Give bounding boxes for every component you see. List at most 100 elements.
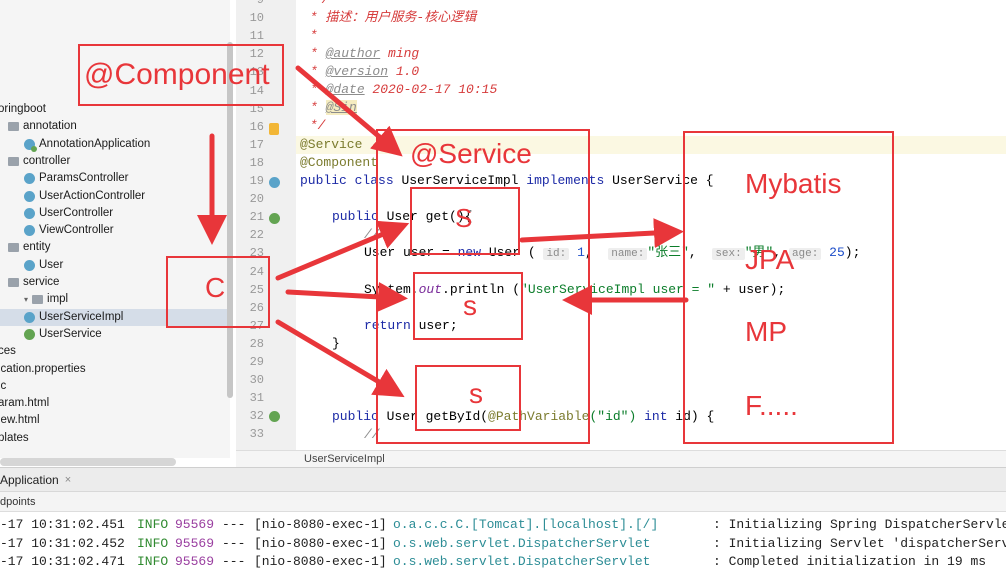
code-line-16: */ [302,118,326,133]
class-icon [24,260,35,271]
service-annotation-box [376,129,590,444]
run-tab-application[interactable]: Application × [0,473,72,487]
log-pid: 95569 [175,554,215,569]
code-line-9: */ [306,0,330,9]
tree-scrollbar[interactable] [227,42,233,398]
tree-item[interactable]: UserService [24,326,102,343]
code-editor[interactable]: */ * 描述：用户服务-核心逻辑 * * @author ming * @ve… [296,0,1006,450]
log-time: -17 10:31:02.451 [0,517,125,532]
tree-item[interactable]: plates [0,430,29,447]
tree-item[interactable]: annotation [8,118,77,135]
tree-item[interactable]: service [8,274,59,291]
log-separator: --- [222,517,246,532]
folder-icon [8,278,19,287]
tree-item-label: plates [0,432,29,444]
run-gutter-icon[interactable] [269,177,280,188]
tree-item-label: oringboot [0,103,46,115]
tree-item-label: UserActionController [39,190,146,202]
code-line-32: public User getById(@PathVariable("id") … [332,409,715,424]
folder-icon [8,243,19,252]
code-line-11: * [302,28,318,43]
line-number: 18 [249,156,264,170]
tree-item[interactable]: ces [0,343,16,360]
line-number: 33 [249,427,264,441]
tree-item[interactable]: ic [0,378,6,395]
log-time: -17 10:31:02.452 [0,535,125,551]
s-box-getbyid [415,365,521,431]
c-annotation-box [166,256,270,328]
close-icon[interactable]: × [64,474,72,486]
line-number: 29 [249,355,264,369]
s-label-sysout: s [463,290,477,321]
service-annotation-label: @Service [410,138,532,169]
folder-icon [8,122,19,131]
tree-item[interactable]: ication.properties [0,361,86,378]
tree-item-label: iew.html [0,414,40,426]
horizontal-scrollbar[interactable] [0,458,176,466]
tree-item[interactable]: entity [8,239,51,256]
class-icon [24,191,35,202]
tab-endpoints[interactable]: dpoints [0,496,36,508]
tree-item[interactable]: UserController [24,205,113,222]
tree-item[interactable]: ViewController [24,222,114,239]
log-thread: [nio-8080-exec-1] [254,535,387,551]
persistence-item-mp: MP [745,316,787,347]
tree-item[interactable]: ▾ impl [24,291,68,308]
tree-item-label: aram.html [0,397,50,409]
tree-item-label: AnnotationApplication [39,138,151,150]
interface-icon [24,329,35,340]
s-box-get [410,187,520,255]
persistence-item-jpa: JPA [745,244,795,275]
code-line-10: * 描述：用户服务-核心逻辑 [302,10,477,25]
line-number: 20 [249,192,264,206]
code-line-17: @Service [300,137,363,152]
class-icon [24,208,35,219]
log-pid: 95569 [175,535,215,551]
implement-gutter-icon[interactable] [269,411,280,422]
tree-item[interactable]: oringboot [0,101,46,118]
line-number: 22 [249,228,264,242]
folder-icon [8,157,19,166]
log-logger: o.a.c.c.C.[Tomcat].[localhost].[/] [393,517,659,532]
tree-item-label: UserService [39,328,102,340]
log-message: : Initializing Servlet 'dispatcherServ [713,535,1006,551]
line-number: 31 [249,391,264,405]
tree-item[interactable]: ParamsController [24,170,128,187]
folder-icon [32,295,44,304]
log-message: : Initializing Spring DispatcherServle [713,517,1006,532]
code-line-19: public class UserServiceImpl implements … [300,173,714,188]
persistence-item-mybatis: Mybatis [745,168,842,199]
line-number: 17 [249,138,264,152]
code-line-12: * @author ming [310,46,420,61]
tree-item-label: entity [23,241,51,253]
component-annotation-box [78,44,284,106]
tree-item[interactable]: iew.html [0,412,40,429]
c-annotation-label: C [205,272,226,303]
editor-breadcrumb[interactable]: UserServiceImpl [236,450,1006,467]
implement-gutter-icon[interactable] [269,213,280,224]
tree-item[interactable]: AnnotationApplication [24,136,150,153]
chevron-down-icon[interactable]: ▾ [24,295,29,304]
current-line-highlight [296,136,1006,154]
line-number: 12 [249,47,264,61]
line-number: 14 [249,84,264,98]
tree-item-label: UserServiceImpl [39,311,124,323]
code-line-18: @Component [300,155,379,170]
run-tool-window-header: Application × [0,467,1006,492]
tree-item[interactable]: UserServiceImpl [0,309,228,326]
s-label-getbyid: s [469,378,483,409]
log-thread: [nio-8080-exec-1] [254,517,387,532]
line-number: 16 [249,120,264,134]
tree-item-label: impl [47,293,69,305]
code-line-14: * @date 2020-02-17 10:15 [310,82,498,97]
log-pid: 95569 [175,517,215,532]
run-sub-tabs: dpoints [0,492,1006,512]
tree-item[interactable]: aram.html [0,395,49,412]
tree-item[interactable]: User [24,257,63,274]
tree-item[interactable]: controller [8,153,70,170]
log-logger: o.s.web.servlet.DispatcherServlet [393,535,651,551]
tree-item[interactable]: UserActionController [24,188,145,205]
line-number: 9 [256,0,264,7]
